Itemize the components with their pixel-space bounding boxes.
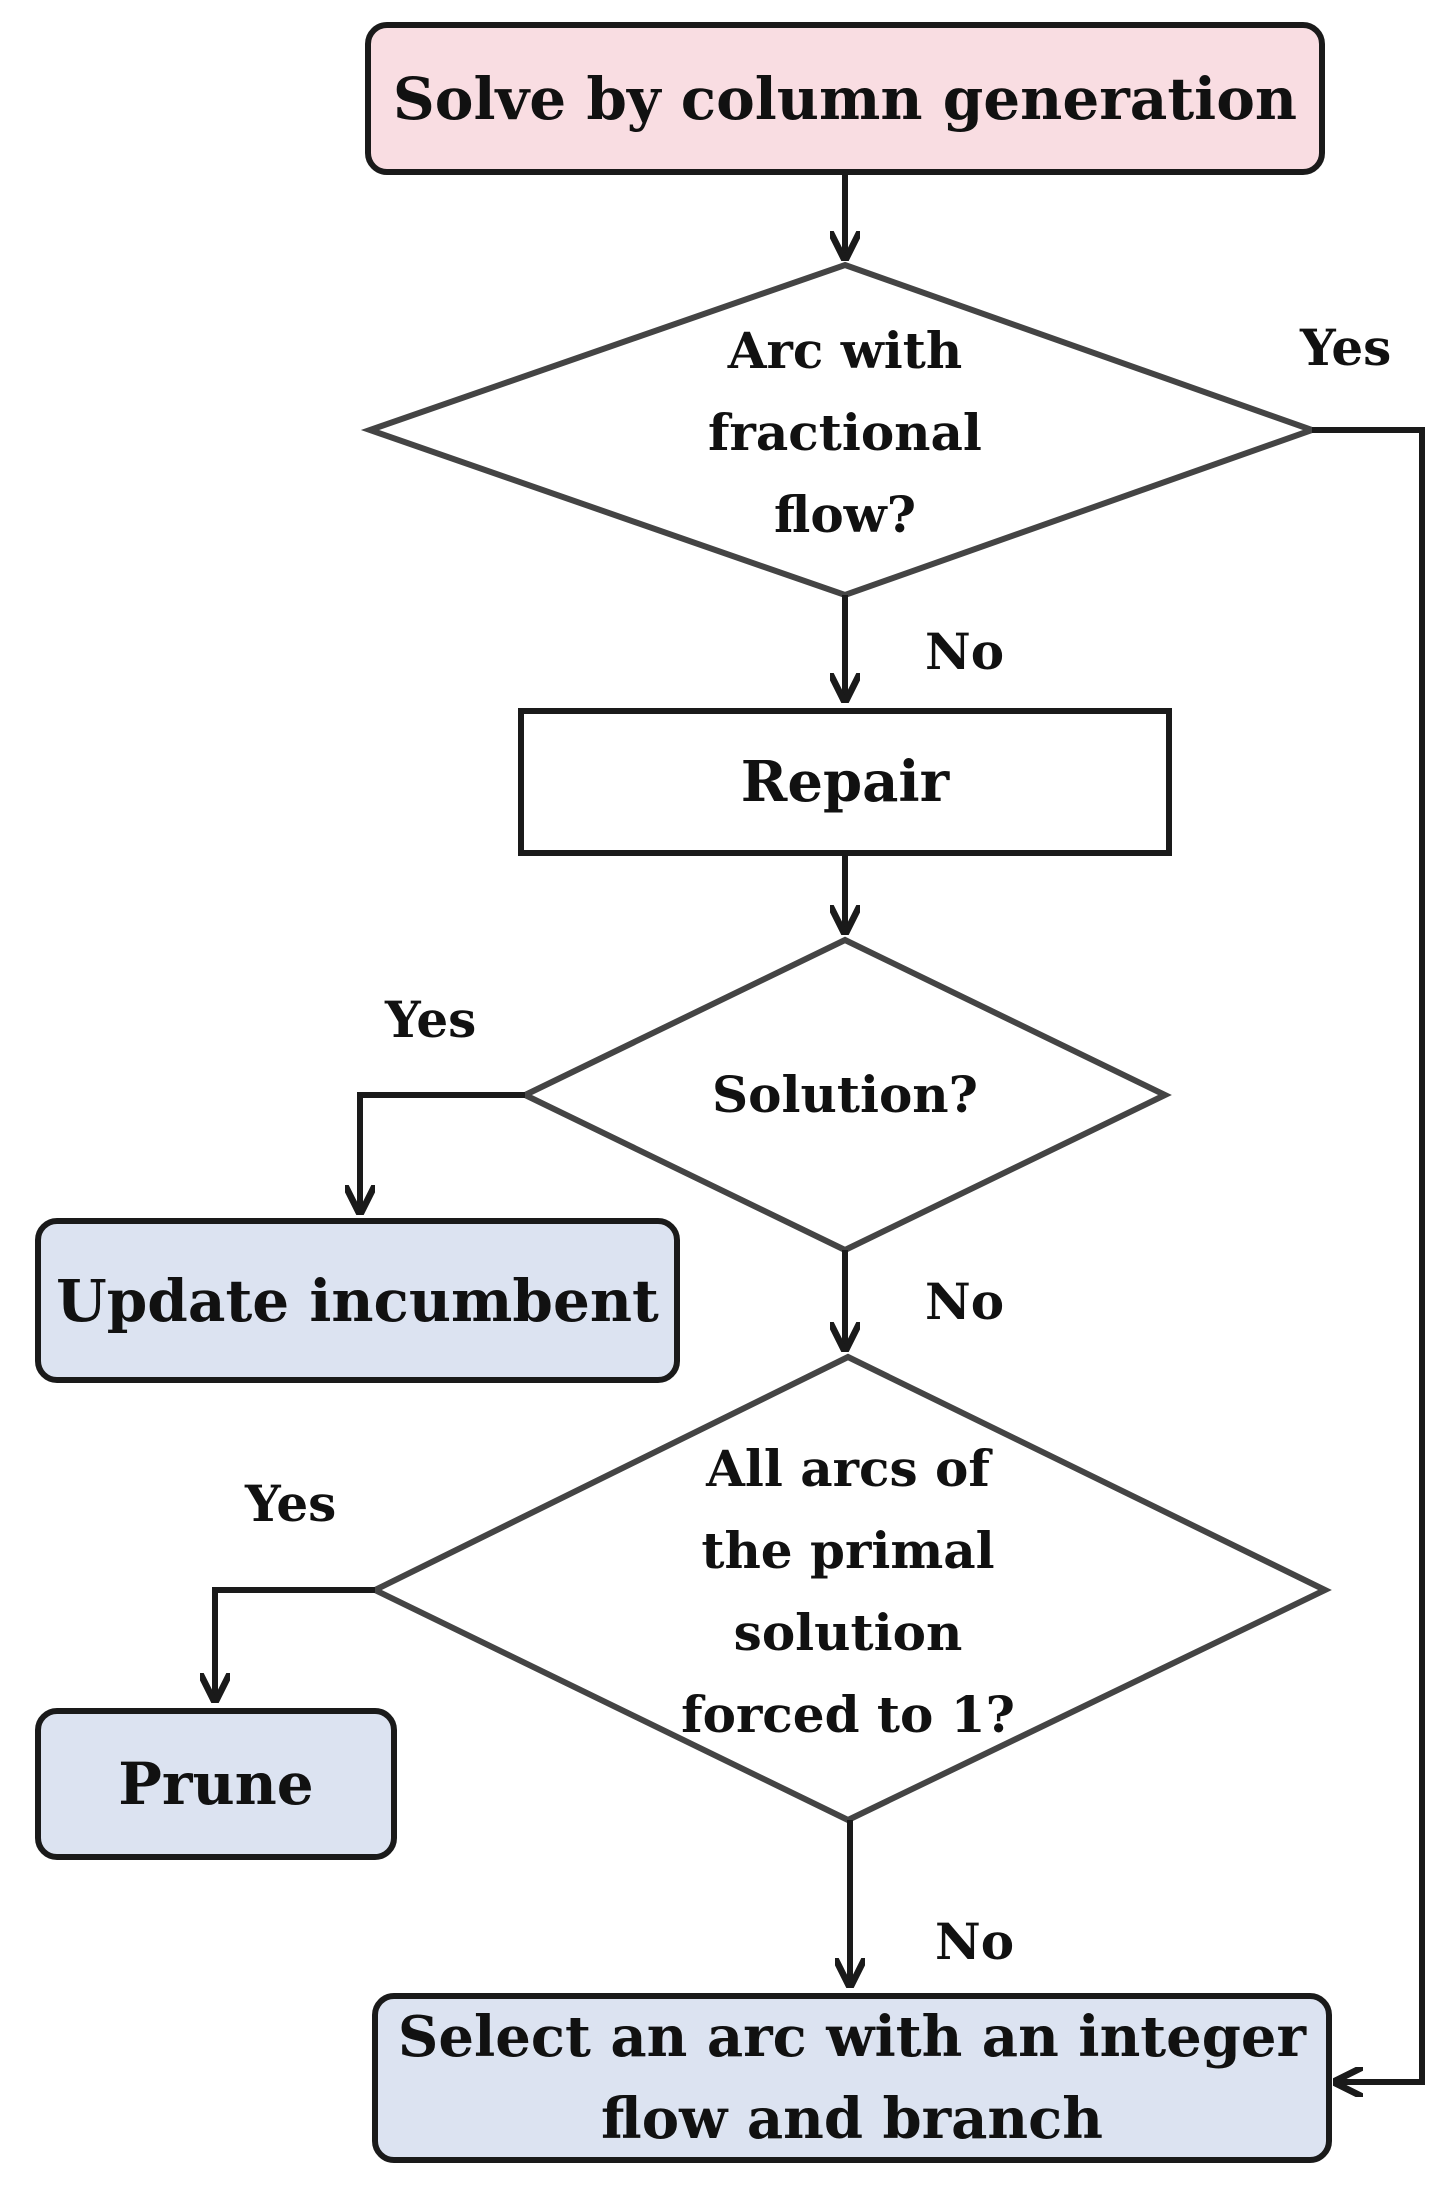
update-incumbent-node: Update incumbent [35,1218,680,1383]
edge-label-forced-yes: Yes [245,1474,337,1533]
update-incumbent-label: Update incumbent [56,1266,659,1335]
start-node-label: Solve by column generation [392,64,1298,133]
prune-node: Prune [35,1708,397,1860]
start-node: Solve by column generation [365,22,1325,175]
branch-label-line-1: Select an arc with an integer [397,2004,1307,2070]
decision-forced-line-2: the primal [701,1521,995,1580]
edge-label-forced-no: No [935,1912,1015,1971]
edge-label-solution-yes: Yes [385,990,477,1049]
arrow-fractional-yes-to-branch [1312,427,1425,2082]
edge-label-fractional-no: No [925,622,1005,681]
decision-forced-line-3: solution [733,1603,963,1662]
repair-node-label: Repair [740,749,950,815]
decision-fractional-text: Arc with fractional flow? [545,310,1145,556]
decision-fractional-line-1: Arc with [727,321,963,380]
decision-fractional-line-2: fractional [708,403,982,462]
decision-solution-line-1: Solution? [712,1065,978,1124]
decision-forced-text: All arcs of the primal solution forced t… [548,1428,1148,1756]
decision-forced-line-4: forced to 1? [681,1685,1015,1744]
decision-fractional-line-3: flow? [773,485,917,544]
edge-label-solution-no: No [925,1272,1005,1331]
decision-solution-text: Solution? [595,1054,1095,1136]
branch-node: Select an arc with an integer flow and b… [372,1993,1332,2163]
arrow-forced-yes-to-prune [215,1587,375,1700]
decision-forced-line-1: All arcs of [706,1439,990,1498]
branch-label-line-2: flow and branch [601,2086,1103,2152]
repair-node: Repair [518,708,1172,856]
edge-label-fractional-yes: Yes [1300,318,1392,377]
arrow-solution-yes-to-update [360,1092,525,1212]
prune-label: Prune [118,1750,314,1818]
